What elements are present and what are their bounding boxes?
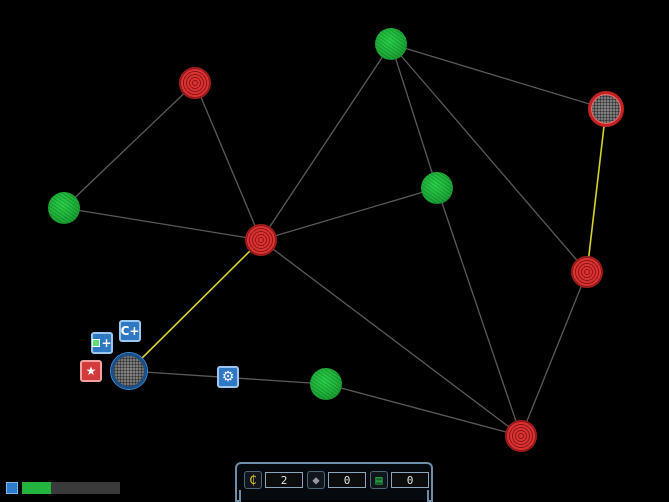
star-button[interactable]: ★ [80, 360, 102, 382]
chip-icon: ◆ [307, 471, 325, 489]
resource-panel: ₵ 2 ◆ 0 ▤ 0 [235, 462, 433, 502]
network-link[interactable] [63, 82, 196, 209]
red-node[interactable] [571, 256, 603, 288]
highlighted-link[interactable] [586, 108, 607, 273]
green-node[interactable] [48, 192, 80, 224]
network-link[interactable] [260, 187, 438, 241]
green-node[interactable] [421, 172, 453, 204]
green-node[interactable] [375, 28, 407, 60]
network-link[interactable] [194, 82, 262, 241]
network-link[interactable] [520, 271, 588, 437]
progress-fill [22, 482, 52, 494]
progress-track [22, 482, 120, 494]
network-link[interactable] [390, 43, 588, 273]
highlighted-link[interactable] [128, 239, 262, 372]
network-link[interactable] [390, 43, 607, 110]
gear-icon: ⚙ [221, 369, 235, 385]
panel-wing-right [427, 490, 433, 502]
network-link[interactable] [63, 207, 262, 241]
network-link[interactable] [390, 43, 438, 189]
database-icon: ▤ [370, 471, 388, 489]
credit-plus-icon: C+ [120, 324, 140, 338]
add-node-icon: + [92, 336, 112, 350]
credits-slot: ₵ 2 [244, 470, 303, 490]
network-link[interactable] [260, 43, 392, 241]
add-credit-button[interactable]: C+ [119, 320, 141, 342]
progress-indicator [6, 482, 120, 494]
network-link[interactable] [436, 187, 522, 437]
network-link[interactable] [325, 383, 522, 437]
red-node[interactable] [505, 420, 537, 452]
green-node[interactable] [310, 368, 342, 400]
databases-slot: ▤ 0 [370, 470, 429, 490]
databases-value: 0 [391, 472, 429, 488]
chips-value: 0 [328, 472, 366, 488]
selected-node[interactable] [111, 353, 147, 389]
network-link[interactable] [260, 239, 522, 437]
credit-icon: ₵ [244, 471, 262, 489]
neutral-node[interactable] [588, 91, 624, 127]
chips-slot: ◆ 0 [307, 470, 366, 490]
red-node[interactable] [179, 67, 211, 99]
credits-value: 2 [265, 472, 303, 488]
add-link-button[interactable]: + [91, 332, 113, 354]
star-icon: ★ [85, 364, 97, 378]
panel-wing-left [235, 490, 241, 502]
red-node[interactable] [245, 224, 277, 256]
progress-square-icon [6, 482, 18, 494]
gear-button[interactable]: ⚙ [217, 366, 239, 388]
